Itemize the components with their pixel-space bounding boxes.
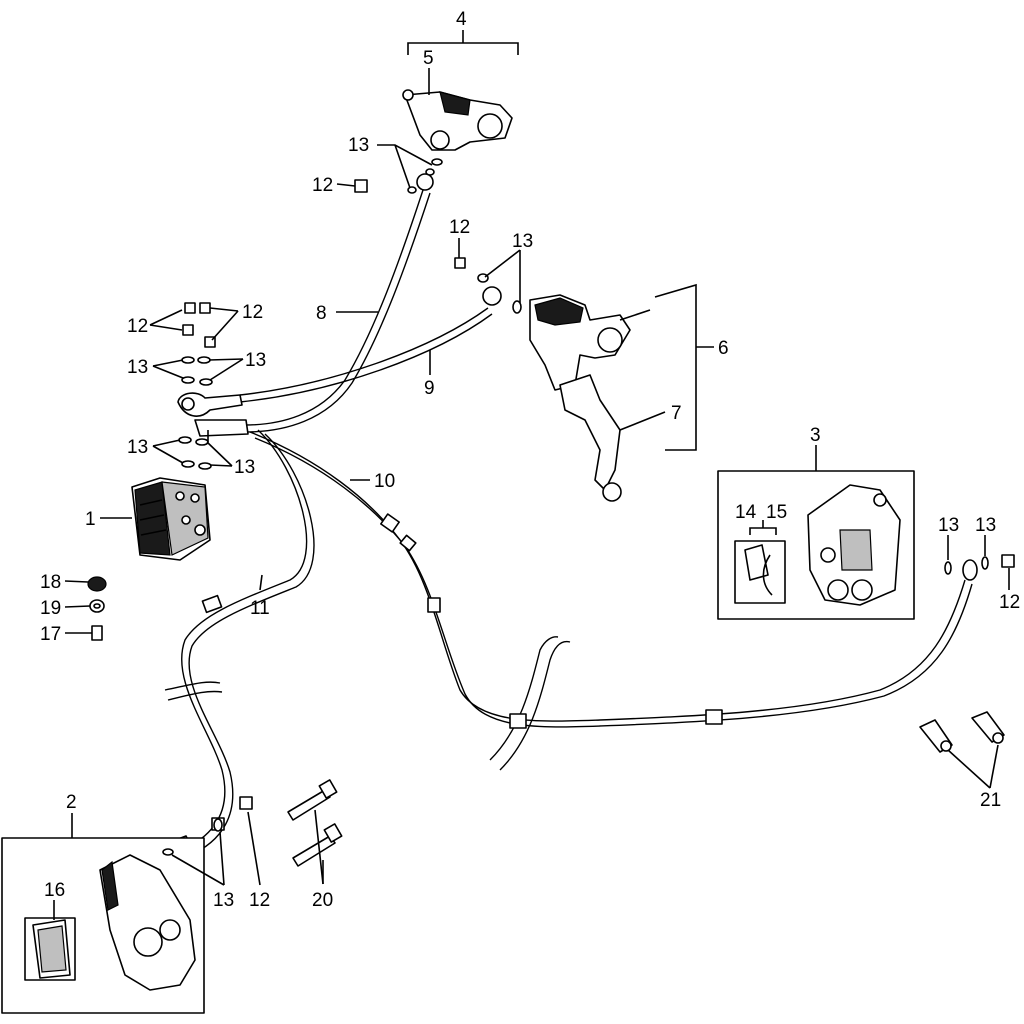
callout-3: 3 [810,425,821,446]
caliper-mount-bolts [287,779,343,867]
callout-12-front: 12 [249,890,270,911]
callout-9: 9 [424,378,435,399]
callout-14: 14 [735,502,757,523]
callout-12-lever: 12 [449,217,470,238]
front-caliper-box [1,837,205,1014]
callout-21: 21 [980,790,1001,811]
abs-bolts [178,302,216,470]
callout-4: 4 [456,9,467,30]
mount-hardware [87,576,107,641]
washer-front-2 [213,818,223,832]
callout-13-front: 13 [213,890,234,911]
callout-15: 15 [766,502,787,523]
callout-labels: 4 5 13 12 12 13 6 7 8 9 10 11 12 12 13 1… [40,9,1020,911]
callout-13-rear-right: 13 [975,515,996,536]
callout-13-abs-upper-right: 13 [245,350,266,371]
callout-12-abs-left: 12 [127,316,148,337]
washer-front-1 [162,848,174,856]
callout-1: 1 [85,509,96,530]
callout-13-abs-lower-left: 13 [127,437,148,458]
callout-7: 7 [671,403,682,424]
callout-18: 18 [40,572,61,593]
callout-12-top: 12 [312,175,333,196]
banjo-bolt-front [239,796,253,810]
callout-12-rear: 12 [999,592,1020,613]
callout-8: 8 [316,303,327,324]
callout-13-abs-lower-right: 13 [234,457,255,478]
banjo-bolt-top [354,179,368,193]
callout-11: 11 [250,598,270,619]
callout-13-abs-upper-left: 13 [127,357,148,378]
rear-caliper-hardware [919,554,1015,753]
washer-top [407,186,417,194]
callout-13-lever: 13 [512,231,533,252]
abs-hose-junction [177,392,249,442]
callout-2: 2 [66,792,77,813]
callout-6: 6 [718,338,729,359]
callout-12-abs-right: 12 [242,302,263,323]
callout-17: 17 [40,624,61,645]
rear-master-cylinder [402,89,513,176]
rear-caliper-box [717,470,915,620]
callout-10: 10 [374,471,395,492]
callout-13-rear-left: 13 [938,515,959,536]
leader-lines [53,30,1010,920]
callout-19: 19 [40,598,61,619]
front-master-cylinder [454,257,631,502]
callout-16: 16 [44,880,65,901]
callout-5: 5 [423,48,434,69]
abs-modulator [131,477,211,561]
callout-20: 20 [312,890,333,911]
callout-13-top: 13 [348,135,369,156]
